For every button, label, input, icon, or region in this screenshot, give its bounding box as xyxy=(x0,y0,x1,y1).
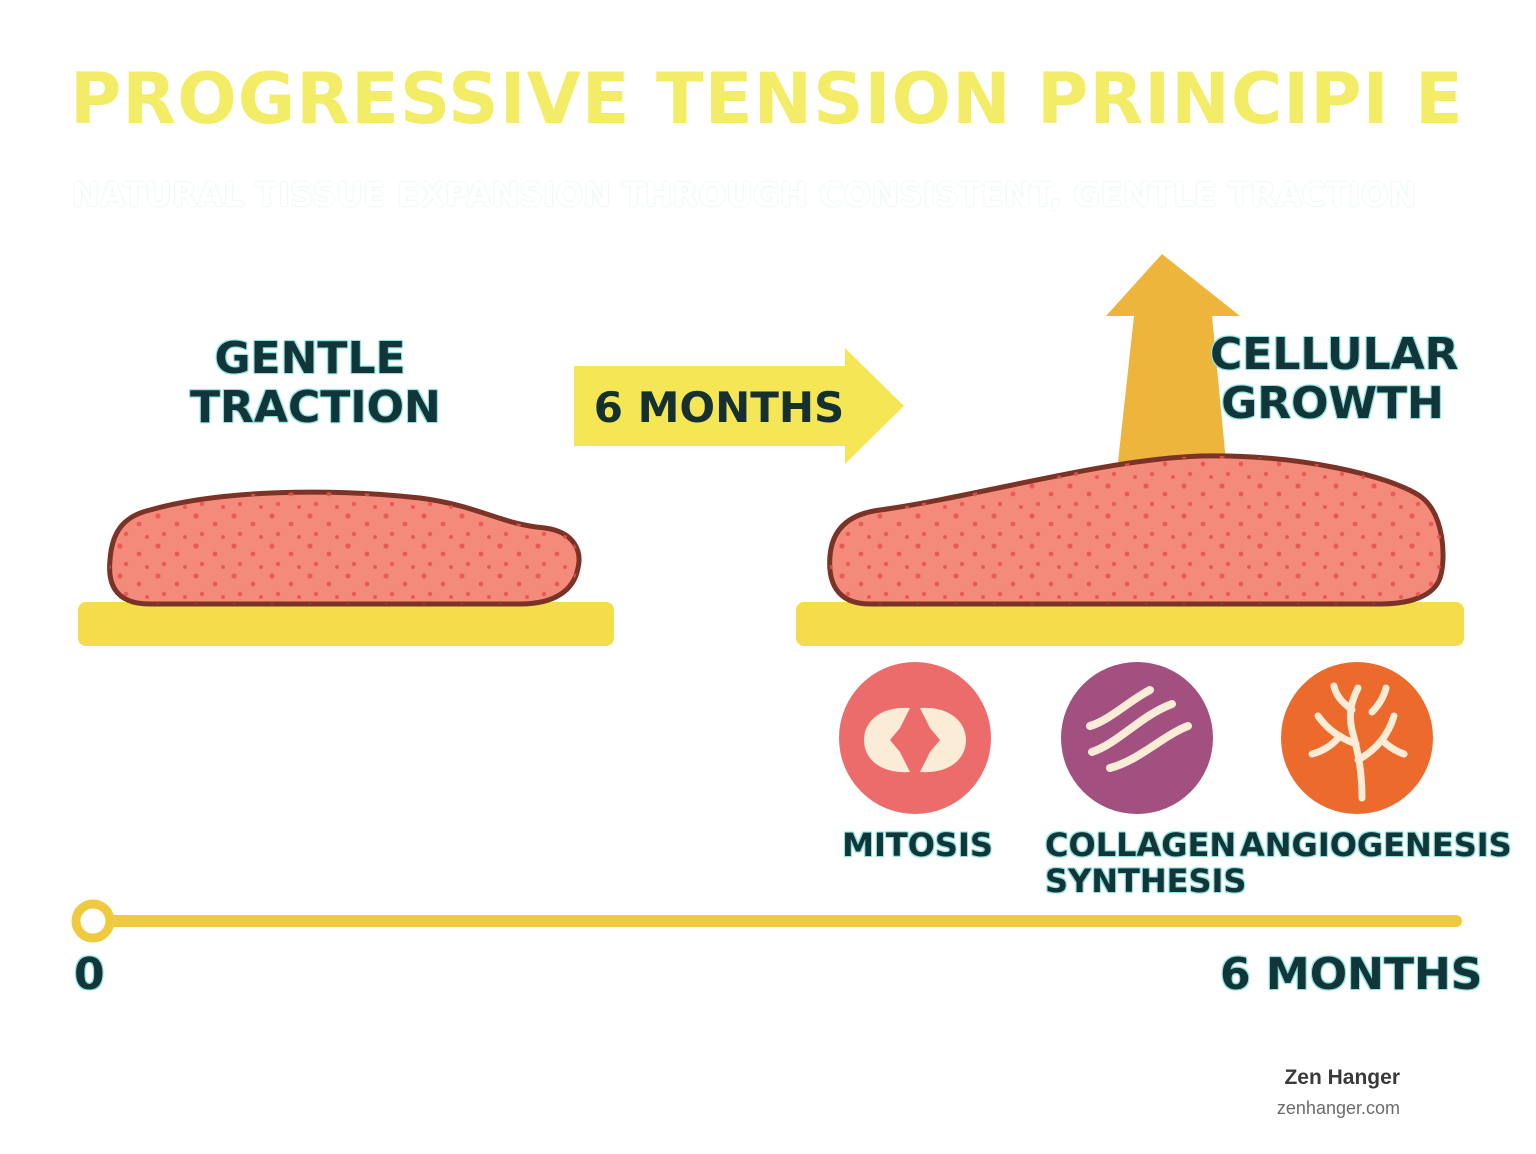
cell-division-icon xyxy=(839,662,991,814)
timeline-end-label: 6 MONTHS xyxy=(1220,949,1483,1000)
page-subtitle: NATURAL TISSUE EXPANSION THROUGH CONSIST… xyxy=(72,175,1417,214)
blood-vessel-icon xyxy=(1281,662,1433,814)
transition-arrow xyxy=(574,348,904,464)
brand-url[interactable]: zenhanger.com xyxy=(1276,1098,1400,1118)
page-title: PROGRESSIVE TENSION PRINCIPI E xyxy=(70,58,1464,140)
collagen-fibers-icon xyxy=(1061,662,1213,814)
right-platform xyxy=(796,602,1464,646)
right-tissue xyxy=(827,453,1446,607)
timeline-start-marker xyxy=(71,899,115,943)
gentle-traction-label: GENTLE TRACTION xyxy=(190,333,441,434)
process-label-collagen: COLLAGEN SYNTHESIS xyxy=(1045,826,1247,900)
branding: Zen Hanger zenhanger.com xyxy=(1277,1066,1400,1119)
growth-arrow xyxy=(1106,254,1240,462)
transition-arrow-label: 6 MONTHS xyxy=(593,383,845,432)
process-label-mitosis: MITOSIS xyxy=(842,826,993,864)
left-platform xyxy=(78,602,614,646)
brand-name: Zen Hanger xyxy=(1284,1066,1400,1089)
process-label-angiogenesis: ANGIOGENESIS xyxy=(1240,826,1512,864)
timeline-start-label: 0 xyxy=(74,949,105,1000)
cellular-growth-label: CELLULAR GROWTH xyxy=(1210,329,1459,430)
left-tissue xyxy=(107,489,582,607)
